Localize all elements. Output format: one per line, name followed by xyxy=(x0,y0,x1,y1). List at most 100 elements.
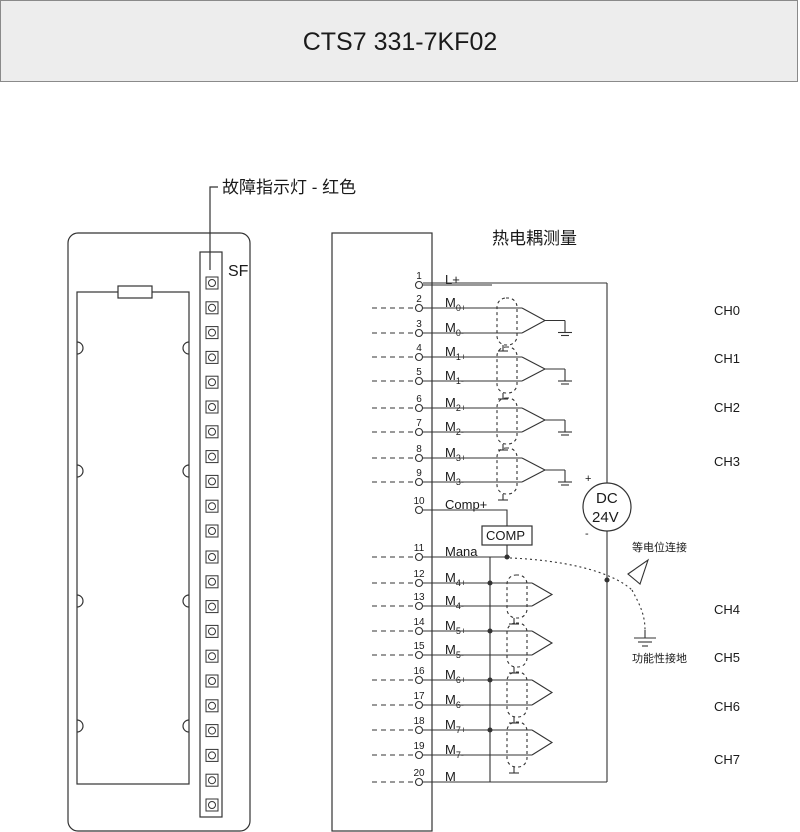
terminal-number: 14 xyxy=(413,617,425,628)
terminal-label: M5- xyxy=(445,642,464,660)
terminal-label: M2+ xyxy=(445,395,466,413)
led-slot xyxy=(205,524,219,538)
terminal-number: 3 xyxy=(416,319,422,330)
terminal-label: M7+ xyxy=(445,717,466,735)
channel-label: CH7 xyxy=(714,752,740,767)
led-slot xyxy=(205,425,219,439)
terminal-number: 6 xyxy=(416,394,422,405)
led-slot xyxy=(205,649,219,663)
fault-indicator-label: 故障指示灯 - 红色 xyxy=(222,178,356,197)
terminal-circle xyxy=(414,552,424,562)
led-icon xyxy=(208,527,216,535)
sensor-wiring xyxy=(372,282,610,783)
terminal-circle xyxy=(414,453,424,463)
cable-shield xyxy=(506,574,528,619)
comp-box: COMP xyxy=(481,525,533,546)
led-slot xyxy=(205,600,219,614)
thermocouple-junction xyxy=(531,679,554,706)
led-slot xyxy=(205,798,219,812)
channel-label: CH6 xyxy=(714,699,740,714)
comp-label: COMP xyxy=(486,528,525,543)
led-icon xyxy=(208,776,216,785)
led-slot xyxy=(205,326,219,340)
power-line1: DC xyxy=(596,490,618,507)
terminal-label: Mana xyxy=(445,544,478,559)
terminal-circle xyxy=(414,280,424,290)
led-slot xyxy=(205,400,219,414)
channel-label: CH5 xyxy=(714,650,740,665)
cable-shield xyxy=(496,297,518,346)
terminal-circle xyxy=(414,427,424,437)
led-column xyxy=(205,276,219,812)
led-slot xyxy=(205,674,219,688)
thermocouple-junction xyxy=(521,407,547,433)
cable-shield xyxy=(506,671,528,718)
terminal-number: 10 xyxy=(413,496,425,507)
terminal-circle xyxy=(414,352,424,362)
terminal-circle xyxy=(414,725,424,735)
terminal-circle xyxy=(414,328,424,338)
terminal-label: M3- xyxy=(445,469,464,487)
terminal-circle xyxy=(414,376,424,386)
led-icon xyxy=(208,726,216,735)
cable-shield xyxy=(496,346,518,394)
thermocouple-junction xyxy=(531,630,554,656)
led-icon xyxy=(208,452,216,461)
cable-shield xyxy=(496,447,518,495)
module-front-panel xyxy=(67,186,251,832)
terminal-circle xyxy=(414,477,424,487)
equipotential-ground xyxy=(509,557,656,647)
terminal-number: 19 xyxy=(413,741,425,752)
left-notches xyxy=(76,341,84,733)
terminal-number: 2 xyxy=(416,294,422,305)
led-slot xyxy=(205,276,219,290)
terminal-number: 8 xyxy=(416,444,422,455)
terminal-number: 11 xyxy=(414,543,425,554)
cable-shield xyxy=(506,721,528,768)
led-icon xyxy=(208,279,216,287)
led-slot xyxy=(205,550,219,564)
comp-plus-wire xyxy=(423,509,508,526)
terminal-number: 15 xyxy=(413,641,425,652)
terminal-label: M1- xyxy=(445,368,464,386)
led-icon xyxy=(208,751,216,760)
power-minus: - xyxy=(585,528,589,540)
terminal-label: M0- xyxy=(445,320,464,338)
channel-label: CH0 xyxy=(714,303,740,318)
led-icon xyxy=(208,677,216,685)
terminal-circle xyxy=(414,505,424,515)
terminal-number: 16 xyxy=(413,666,425,677)
led-icon xyxy=(208,701,216,710)
led-slot xyxy=(205,575,219,589)
terminal-label: M0+ xyxy=(445,295,466,313)
title-bar: CTS7 331-7KF02 xyxy=(0,0,798,82)
terminal-label: M4- xyxy=(445,593,464,611)
power-line2: 24V xyxy=(592,509,619,526)
junction-dot xyxy=(504,554,510,560)
terminal-number: 20 xyxy=(413,768,425,779)
channel-label: CH4 xyxy=(714,602,740,617)
led-slot xyxy=(205,699,219,713)
terminal-label: M1+ xyxy=(445,344,466,362)
terminal-circle xyxy=(414,750,424,760)
dc-power-supply: DC 24V + - xyxy=(582,473,632,540)
terminal-number: 1 xyxy=(416,271,422,282)
sf-label: SF xyxy=(228,263,249,280)
terminal-circle xyxy=(414,777,424,787)
channel-label: CH3 xyxy=(714,454,740,469)
terminal-label: Comp+ xyxy=(445,497,487,512)
led-slot xyxy=(205,724,219,738)
terminal-circle xyxy=(414,601,424,611)
thermocouple-junction xyxy=(521,356,547,382)
terminal-label: M xyxy=(445,769,456,784)
led-slot xyxy=(205,624,219,638)
led-icon xyxy=(208,801,216,809)
terminal-number: 12 xyxy=(413,569,425,580)
terminal-label: M5+ xyxy=(445,618,466,636)
terminal-number: 5 xyxy=(416,367,422,378)
terminal-circle xyxy=(414,303,424,313)
led-slot xyxy=(205,499,219,513)
led-icon xyxy=(208,427,216,436)
thermocouple-junction xyxy=(521,307,547,334)
